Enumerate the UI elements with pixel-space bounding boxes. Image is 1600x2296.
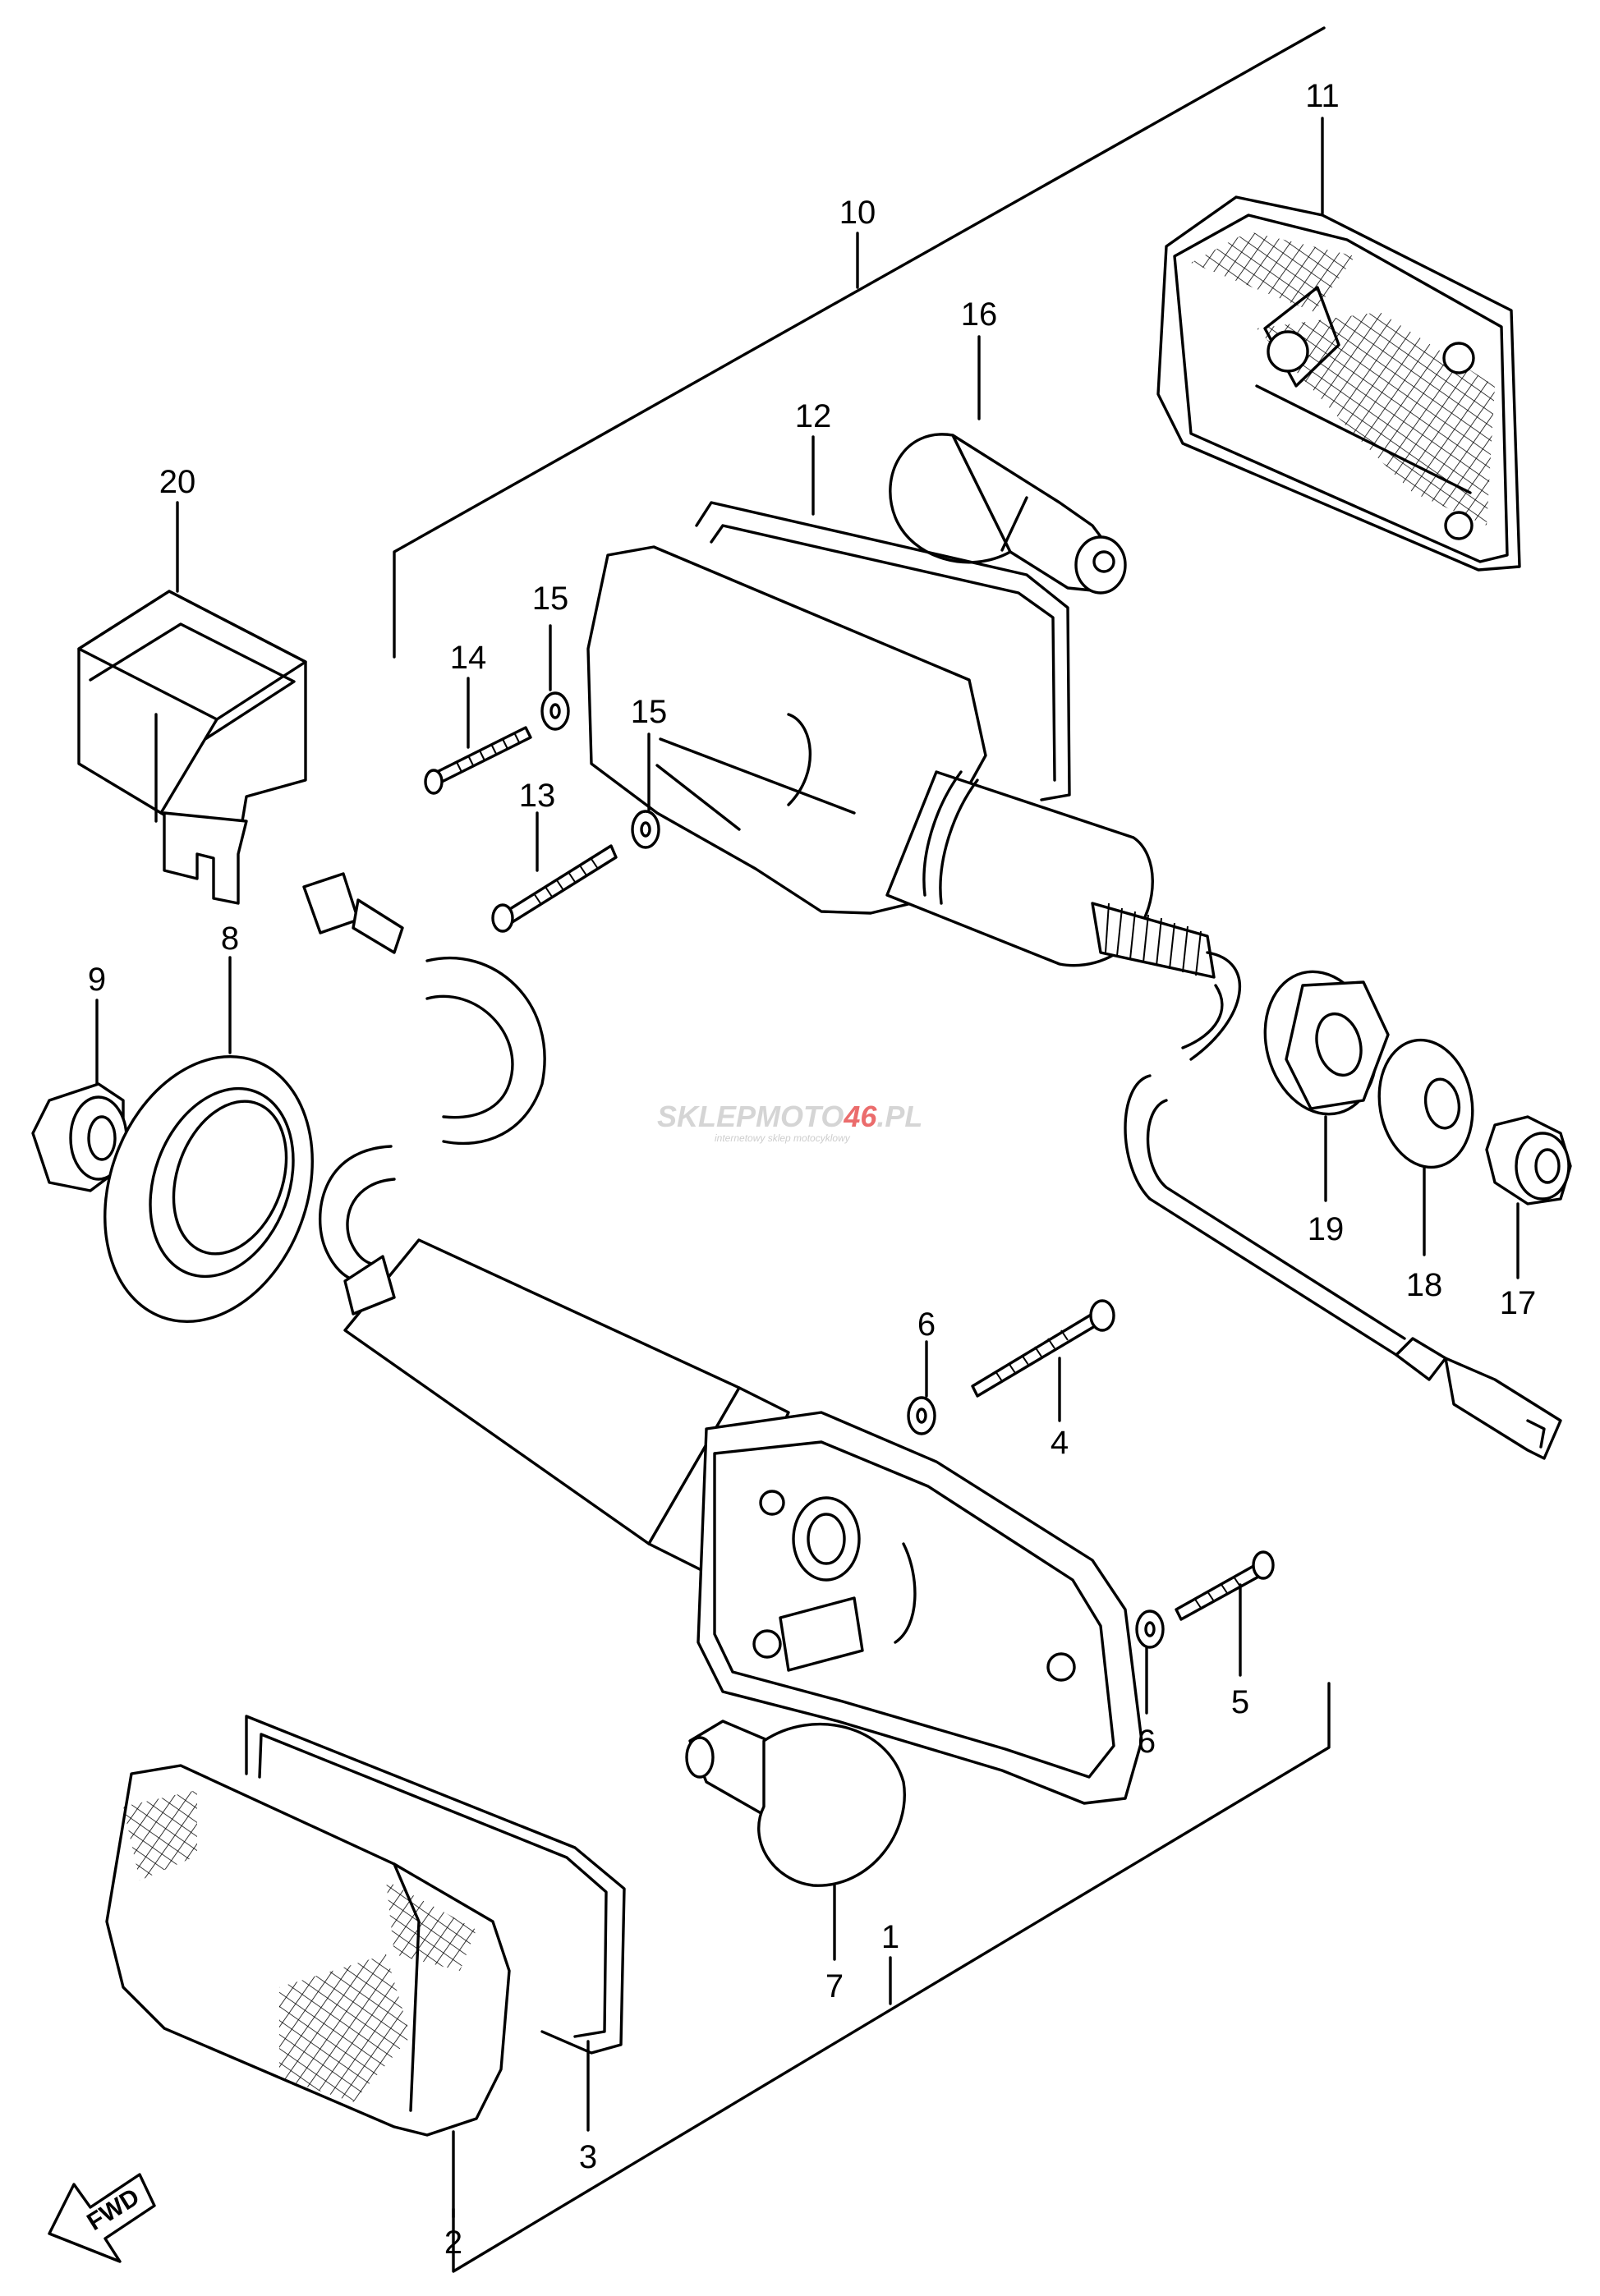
callout-1: 1 (881, 1919, 899, 1955)
grommet-part-8 (103, 1055, 314, 1323)
callout-2: 2 (444, 2225, 462, 2261)
callout-19: 19 (1308, 1211, 1345, 1247)
housing-upper (586, 545, 1216, 979)
washer-part-15a (540, 691, 570, 731)
washer-part-18 (1377, 1038, 1474, 1169)
watermark-46: 46 (843, 1100, 877, 1133)
bulb-part-7 (685, 1720, 906, 1887)
callout-15b: 15 (631, 694, 668, 730)
screw-part-13 (491, 844, 618, 933)
callout-3: 3 (579, 2139, 597, 2175)
lens-part-2 (105, 1764, 511, 2137)
assembly-bracket-lower (452, 1682, 1331, 2273)
callout-6a: 6 (917, 1306, 936, 1343)
wire-left (302, 872, 546, 1283)
callout-13: 13 (519, 778, 556, 814)
callout-8: 8 (221, 921, 239, 957)
screw-part-5 (1175, 1550, 1275, 1621)
callout-16: 16 (961, 296, 998, 333)
gasket-part-12 (695, 501, 1071, 801)
callout-17: 17 (1500, 1285, 1537, 1321)
callout-18: 18 (1406, 1267, 1443, 1303)
callout-14: 14 (450, 640, 487, 676)
callout-6b: 6 (1138, 1724, 1156, 1760)
washer-part-6b (1135, 1609, 1165, 1649)
washer-part-15b (631, 810, 660, 849)
callout-labels: 10 11 12 13 14 15 15 16 17 18 19 20 9 8 … (88, 78, 1536, 2261)
callout-20: 20 (159, 464, 196, 500)
leader-lines (95, 117, 1520, 2219)
callout-5: 5 (1231, 1684, 1249, 1720)
lens-part-11 (1156, 195, 1521, 572)
screw-part-4 (971, 1299, 1115, 1398)
callout-15a: 15 (532, 581, 569, 617)
watermark-tagline: internetowy sklep motocyklowy (715, 1132, 851, 1144)
watermark: SKLEPMOTO46.PL internetowy sklep motocyk… (657, 1100, 922, 1144)
cap-nut-part-17 (1485, 1115, 1572, 1205)
washer-part-6a (907, 1396, 936, 1435)
bulb-part-16 (889, 433, 1127, 595)
callout-10: 10 (839, 195, 876, 231)
housing-lower (343, 1238, 1143, 1805)
watermark-pl: .PL (876, 1100, 922, 1133)
callout-12: 12 (795, 398, 832, 434)
collar-part-9 (31, 1082, 128, 1192)
svg-text:SKLEPMOTO46.PL: SKLEPMOTO46.PL (657, 1100, 922, 1133)
relay-part-20 (77, 590, 307, 905)
nut-part-19 (1263, 970, 1390, 1116)
callout-7: 7 (825, 1968, 844, 2004)
wire-upper-right (1124, 951, 1562, 1460)
gasket-part-3 (245, 1715, 626, 2055)
fwd-arrow-icon: FWD (48, 2173, 156, 2263)
callout-11: 11 (1305, 78, 1340, 114)
callout-9: 9 (88, 962, 106, 998)
watermark-sklep: SKLEP (657, 1100, 756, 1133)
screw-part-14 (424, 726, 532, 795)
assembly-bracket-upper (393, 26, 1326, 659)
watermark-moto: MOTO (756, 1100, 844, 1133)
callout-4: 4 (1051, 1425, 1069, 1461)
